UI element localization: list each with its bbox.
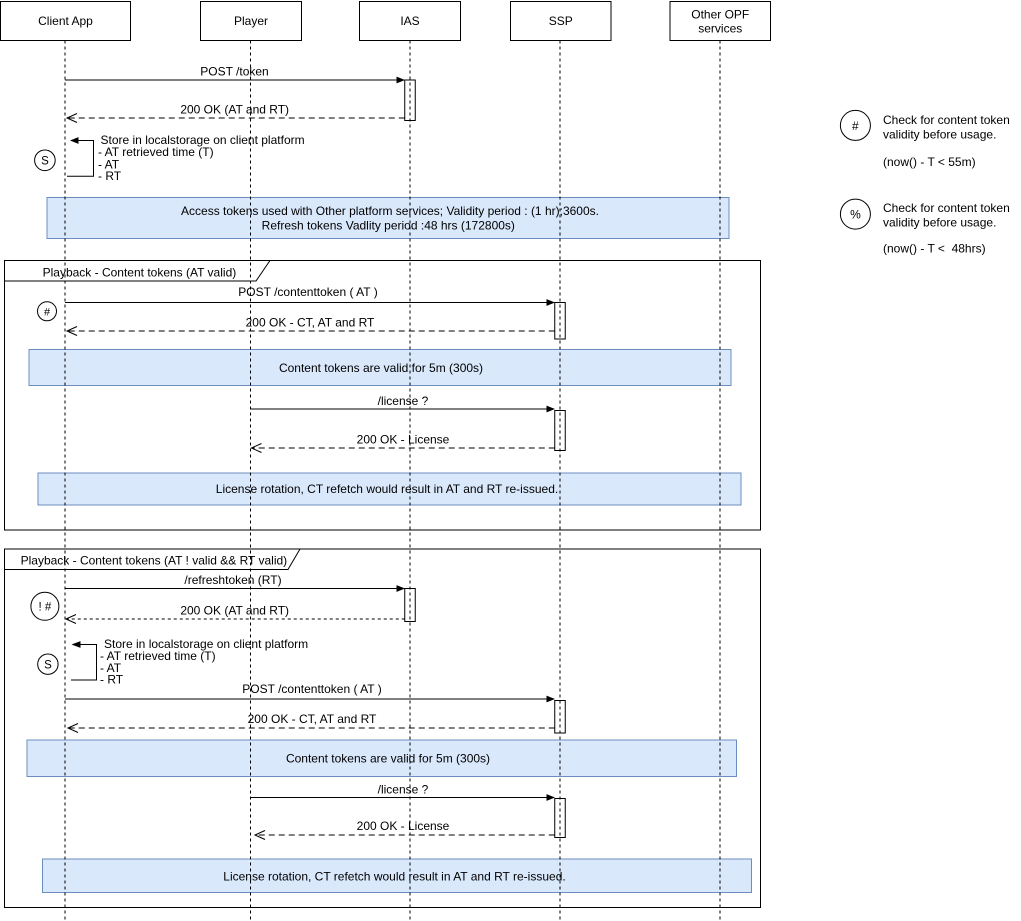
svg-text:Access tokens used with Other: Access tokens used with Other platform s… bbox=[181, 204, 599, 218]
svg-text:Other OPF: Other OPF bbox=[691, 8, 749, 22]
svg-text:200 OK - CT, AT and RT: 200 OK - CT, AT and RT bbox=[246, 315, 375, 329]
svg-text:200 OK (AT and RT): 200 OK (AT and RT) bbox=[180, 604, 289, 618]
svg-text:Client App: Client App bbox=[38, 14, 93, 28]
svg-text:- AT retrieved time (T): - AT retrieved time (T) bbox=[100, 649, 216, 663]
svg-text:validity before usage.: validity before usage. bbox=[883, 128, 996, 142]
svg-text:200 OK - License: 200 OK - License bbox=[357, 433, 450, 447]
svg-text:Player: Player bbox=[234, 14, 268, 28]
svg-text:SSP: SSP bbox=[549, 14, 573, 28]
svg-text:validity before usage.: validity before usage. bbox=[883, 216, 996, 230]
svg-text:- RT: - RT bbox=[100, 673, 124, 687]
svg-text:! #: ! # bbox=[39, 602, 52, 614]
svg-text:License rotation, CT refetch w: License rotation, CT refetch would resul… bbox=[216, 482, 558, 496]
svg-text:License rotation, CT refetch w: License rotation, CT refetch would resul… bbox=[223, 870, 565, 884]
svg-text:Check for content token: Check for content token bbox=[883, 113, 1010, 127]
svg-text:- AT retrieved time (T): - AT retrieved time (T) bbox=[98, 145, 214, 159]
svg-text:POST /token: POST /token bbox=[200, 65, 268, 79]
svg-text:POST /contenttoken ( AT ): POST /contenttoken ( AT ) bbox=[238, 285, 377, 299]
svg-text:#: # bbox=[44, 306, 51, 318]
svg-text:Content tokens are valid for 5: Content tokens are valid for 5m (300s) bbox=[279, 361, 483, 375]
svg-text:/license ?: /license ? bbox=[378, 782, 429, 796]
svg-text:IAS: IAS bbox=[400, 14, 419, 28]
svg-text:200 OK (AT and RT): 200 OK (AT and RT) bbox=[180, 103, 289, 117]
svg-text:%: % bbox=[850, 208, 861, 222]
svg-text:/refreshtoken (RT): /refreshtoken (RT) bbox=[184, 573, 281, 587]
svg-text:- AT: - AT bbox=[100, 661, 122, 675]
svg-text:(now() - T < 55m): (now() - T < 55m) bbox=[883, 155, 976, 169]
svg-text:Playback - Content tokens (AT: Playback - Content tokens (AT valid) bbox=[43, 265, 237, 279]
svg-text:#: # bbox=[852, 119, 859, 133]
svg-text:Store in localstorage on clien: Store in localstorage on client platform bbox=[104, 637, 308, 651]
svg-text:Playback - Content tokens (AT: Playback - Content tokens (AT ! valid &&… bbox=[21, 554, 288, 568]
svg-text:S: S bbox=[44, 660, 52, 672]
svg-text:POST /contenttoken ( AT ): POST /contenttoken ( AT ) bbox=[242, 682, 381, 696]
svg-text:Refresh tokens Vadlity period: Refresh tokens Vadlity period :48 hrs (1… bbox=[262, 218, 515, 232]
svg-text:Content tokens are valid for 5: Content tokens are valid for 5m (300s) bbox=[286, 752, 490, 766]
svg-text:200 OK - CT, AT and RT: 200 OK - CT, AT and RT bbox=[248, 712, 377, 726]
svg-text:S: S bbox=[41, 156, 49, 168]
svg-text:/license ?: /license ? bbox=[378, 394, 429, 408]
svg-text:200 OK - License: 200 OK - License bbox=[357, 819, 450, 833]
svg-text:- RT: - RT bbox=[98, 169, 122, 183]
svg-text:Store in localstorage on clien: Store in localstorage on client platform bbox=[101, 133, 305, 147]
svg-text:(now() - T < 48hrs): (now() - T < 48hrs) bbox=[883, 242, 986, 256]
svg-text:services: services bbox=[698, 22, 742, 36]
svg-text:Check for content token: Check for content token bbox=[883, 201, 1010, 215]
svg-text:- AT: - AT bbox=[98, 157, 120, 171]
